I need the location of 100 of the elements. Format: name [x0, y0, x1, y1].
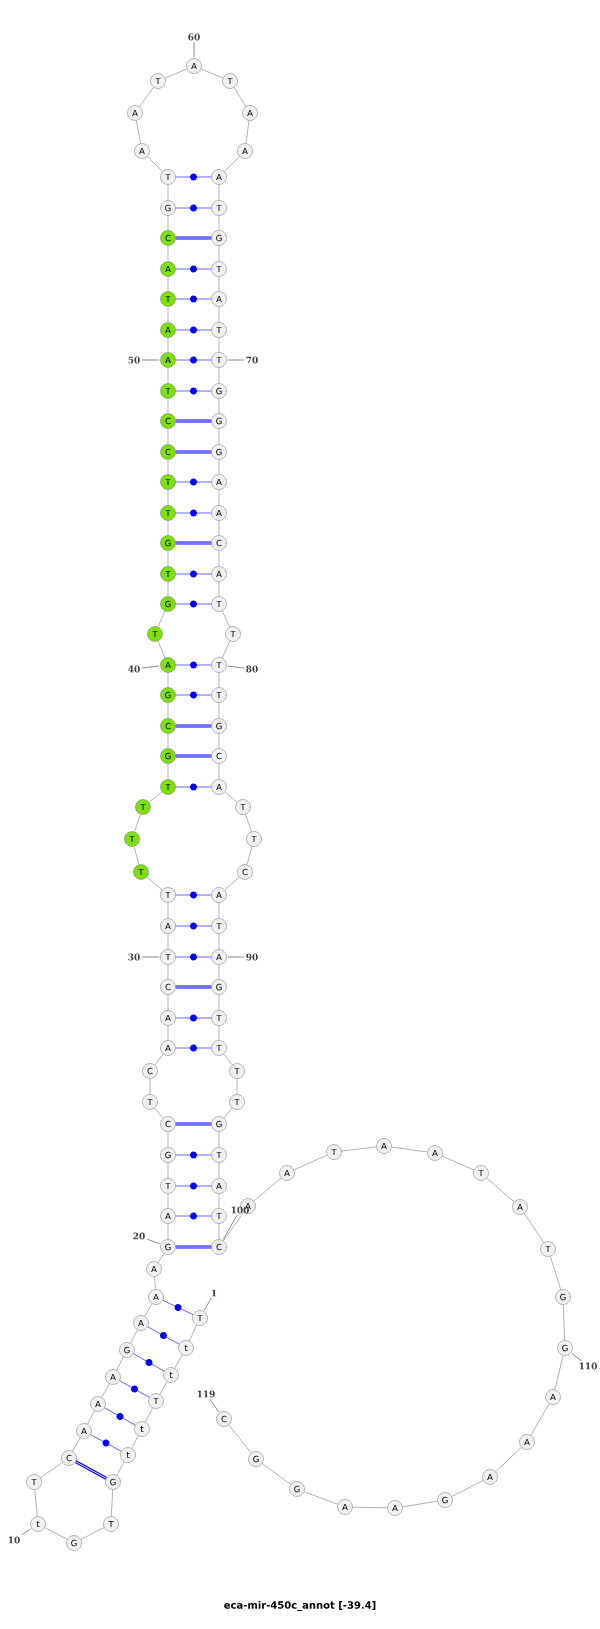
- backbone-line: [167, 215, 169, 231]
- backbone-line: [524, 1213, 544, 1243]
- backbone-line: [167, 902, 169, 919]
- backbone-line: [218, 184, 220, 201]
- backbone-line: [167, 1025, 169, 1041]
- backbone-line: [116, 1461, 125, 1476]
- backbone-line: [293, 1154, 328, 1171]
- backbone-line: [441, 1155, 475, 1171]
- backbone-line: [167, 245, 169, 262]
- backbone-line: [154, 1107, 164, 1119]
- backbone-line: [159, 1381, 168, 1395]
- base-pair-line: [75, 1460, 107, 1480]
- backbone-line: [167, 550, 169, 567]
- backbone-line: [495, 1447, 522, 1472]
- backbone-line: [133, 846, 140, 865]
- backbone-line: [167, 337, 169, 353]
- backbone-line: [167, 581, 169, 597]
- backbone-line: [167, 459, 169, 475]
- backbone-line: [167, 520, 169, 536]
- backbone-line: [486, 1177, 515, 1203]
- title: eca-mir-450c_annot [-39.4]: [224, 1601, 376, 1611]
- backbone-line: [341, 1146, 377, 1152]
- backbone-line: [148, 791, 163, 803]
- backbone-line: [261, 1463, 292, 1485]
- base-pair-line: [175, 173, 212, 181]
- base-pair-line: [175, 204, 212, 212]
- leader-line: [571, 1353, 582, 1362]
- backbone-line: [167, 1131, 169, 1148]
- leader-line: [204, 1297, 212, 1311]
- backbone-line: [451, 1480, 484, 1497]
- backbone-line: [218, 459, 220, 475]
- base-pair-line: [175, 1151, 212, 1159]
- backbone-line: [223, 1212, 244, 1241]
- backbone-line: [218, 428, 220, 445]
- backbone-line: [218, 672, 220, 688]
- backbone-line: [218, 763, 220, 780]
- base-pair-line: [175, 600, 212, 608]
- backbone-line: [246, 846, 253, 865]
- position-number: 110: [579, 1362, 597, 1370]
- backbone-line: [218, 733, 220, 749]
- backbone-line: [218, 520, 220, 536]
- backbone-line: [164, 68, 188, 79]
- backbone-line: [87, 1410, 95, 1425]
- backbone-line: [167, 964, 169, 980]
- base-pair-line: [175, 922, 212, 930]
- backbone-line: [530, 1403, 550, 1436]
- backbone-line: [134, 814, 141, 832]
- backbone-line: [236, 1078, 238, 1095]
- position-number: 60: [188, 33, 200, 41]
- base-pair-line: [175, 295, 212, 303]
- backbone-line: [101, 1383, 110, 1398]
- base-pair-line: [162, 1300, 194, 1315]
- backbone-line: [167, 276, 169, 292]
- base-pair-line: [175, 661, 212, 669]
- position-number: 70: [246, 356, 258, 364]
- backbone-line: [218, 245, 220, 262]
- backbone-line: [221, 640, 231, 659]
- backbone-line: [157, 1253, 165, 1263]
- leader-line: [209, 1398, 220, 1413]
- backbone-line: [245, 814, 252, 832]
- backbone-line: [233, 87, 247, 107]
- base-pair-line: [175, 265, 212, 273]
- backbone-line: [218, 964, 220, 980]
- position-number: 80: [246, 665, 258, 673]
- leader-line: [141, 359, 160, 361]
- backbone-line: [218, 933, 220, 950]
- base-pair-line: [175, 1245, 212, 1249]
- backbone-line: [167, 994, 169, 1011]
- backbone-line: [116, 1356, 124, 1371]
- backbone-line: [228, 1424, 252, 1454]
- backbone-line: [167, 306, 169, 323]
- backbone-line: [218, 276, 220, 292]
- base-pair-line: [175, 691, 212, 699]
- backbone-line: [44, 1527, 68, 1540]
- position-number: 1: [211, 1289, 217, 1297]
- backbone-line: [550, 1256, 561, 1290]
- base-pair-line: [90, 1434, 122, 1452]
- backbone-line: [167, 367, 169, 384]
- backbone-line: [111, 1489, 113, 1517]
- backbone-line: [157, 610, 166, 628]
- position-number: 40: [128, 665, 140, 673]
- leader-line: [193, 41, 195, 58]
- leader-line: [141, 956, 160, 958]
- backbone-line: [154, 1276, 156, 1290]
- backbone-line: [167, 398, 169, 414]
- base-pair-line: [175, 1044, 212, 1052]
- backbone-line: [218, 994, 220, 1011]
- backbone-line: [554, 1355, 564, 1390]
- backbone-line: [218, 702, 220, 719]
- base-pair-line: [175, 326, 212, 334]
- backbone-line: [218, 1025, 220, 1041]
- position-number: 119: [197, 1390, 215, 1398]
- base-pair-line: [175, 1212, 212, 1220]
- backbone-line: [157, 640, 166, 659]
- backbone-line: [167, 933, 169, 950]
- leader-line: [227, 665, 245, 669]
- base-pair-line: [104, 1407, 136, 1426]
- backbone-line: [174, 1354, 183, 1369]
- backbone-line: [34, 1489, 38, 1517]
- backbone-line: [149, 1078, 151, 1095]
